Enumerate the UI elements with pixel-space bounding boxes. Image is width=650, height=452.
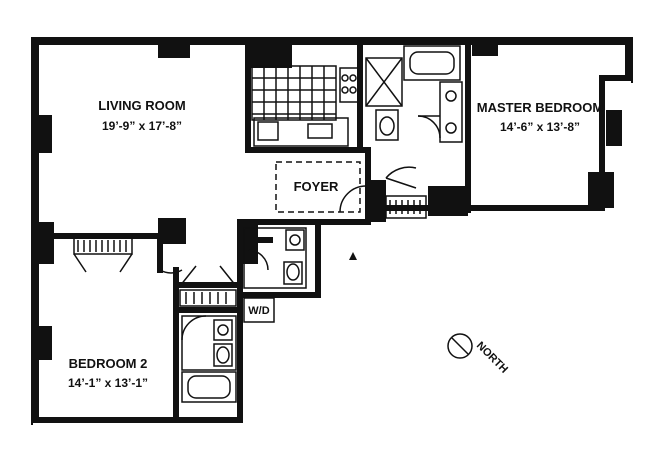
living-room-size: 19’-9” x 17’-8” [102, 119, 182, 133]
bedroom-2-name: BEDROOM 2 [69, 356, 148, 371]
master-closet [385, 166, 427, 219]
bedroom2-closet [73, 237, 237, 307]
compass-label: NORTH [474, 340, 510, 376]
foyer-name: FOYER [294, 179, 339, 194]
laundry-label: W/D [248, 305, 269, 317]
laundry-closet: W/D [243, 297, 275, 323]
room-labels: LIVING ROOM 19’-9” x 17’-8” MASTER BEDRO… [68, 98, 603, 390]
foyer [275, 161, 367, 213]
interior-walls [33, 39, 471, 423]
master-bedroom-name: MASTER BEDROOM [477, 100, 603, 115]
north-compass: NORTH [447, 333, 510, 376]
entry-arrow [349, 252, 357, 260]
hall-bath [243, 227, 307, 289]
compass-icon [447, 333, 473, 359]
structural-columns [36, 40, 622, 360]
master-bedroom-size: 14’-6” x 13’-8” [500, 120, 580, 134]
kitchen [251, 65, 359, 147]
master-bath [365, 45, 463, 143]
bedroom2-bath [181, 315, 237, 403]
living-room-name: LIVING ROOM [98, 98, 185, 113]
bedroom-2-size: 14’-1” x 13’-1” [68, 376, 148, 390]
